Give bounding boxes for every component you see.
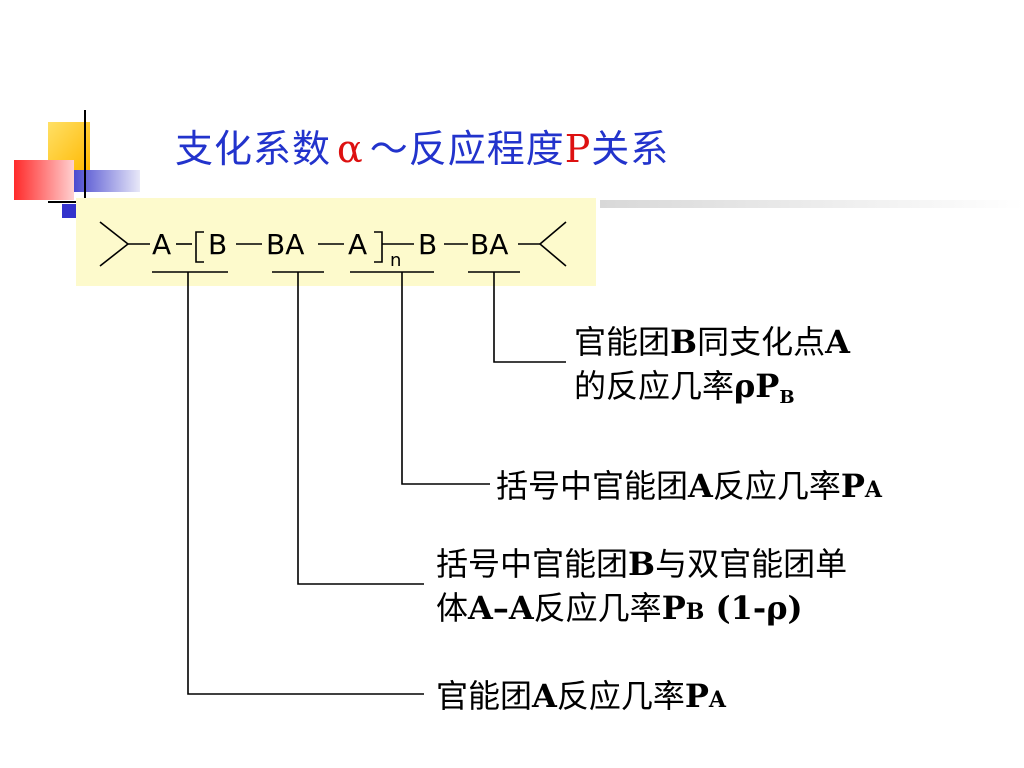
formula-ba1: BA bbox=[266, 228, 304, 261]
label4-text-b: A bbox=[532, 677, 557, 715]
label1-sub: B bbox=[779, 387, 795, 408]
label2-text-d: P bbox=[840, 467, 865, 505]
label2-text-c: 反应几率 bbox=[712, 467, 841, 505]
label-branch-reaction: 官能团B同支化点A 的反应几率ρPB bbox=[574, 320, 850, 420]
deco-red-square bbox=[14, 160, 74, 200]
deco-blue-small bbox=[62, 204, 76, 218]
label3-text-e: A–A bbox=[468, 589, 534, 627]
label3-text-b: B bbox=[628, 545, 656, 583]
label-bracket-a: 括号中官能团A反应几率PA bbox=[496, 464, 882, 512]
connector-a2b2 bbox=[401, 272, 490, 485]
formula-b1: B bbox=[208, 228, 227, 261]
label3-text-d: 体 bbox=[436, 589, 469, 627]
formula-a2: A bbox=[348, 228, 367, 261]
title-part2: ～反应程度 bbox=[369, 127, 565, 171]
right-branch-symbol bbox=[538, 221, 567, 267]
label4-text-a: 官能团 bbox=[436, 677, 533, 715]
label-bracket-b: 括号中官能团B与双官能团单 体A–A反应几率PB (1-ρ) bbox=[436, 542, 847, 634]
label-a-reaction: 官能团A反应几率PA bbox=[436, 674, 726, 722]
label4-sub: A bbox=[708, 687, 726, 713]
title-part3: 关系 bbox=[591, 127, 670, 171]
title-rule bbox=[600, 200, 1024, 208]
label3-text-c: 与双官能团单 bbox=[655, 545, 848, 583]
formula-ba2: BA bbox=[470, 228, 508, 261]
title-alpha: α bbox=[337, 127, 364, 171]
title-p: P bbox=[564, 127, 592, 171]
bracket-open-shape bbox=[195, 231, 204, 263]
label1-text-b: B bbox=[670, 323, 698, 361]
label3-text-h: (1-ρ) bbox=[704, 589, 803, 627]
label1-text-e: 的反应几率 bbox=[574, 367, 735, 405]
left-branch-symbol bbox=[99, 221, 130, 267]
bracket-close-shape bbox=[374, 231, 383, 263]
label2-sub: A bbox=[864, 477, 882, 503]
connector-ba2 bbox=[493, 272, 566, 363]
label4-text-c: 反应几率 bbox=[556, 677, 685, 715]
label1-text-d: A bbox=[825, 323, 850, 361]
label4-text-d: P bbox=[684, 677, 709, 715]
label3-line1: 括号中官能团B与双官能团单 bbox=[436, 542, 847, 586]
label3-line2: 体A–A反应几率PB (1-ρ) bbox=[436, 586, 847, 634]
formula-b2: B bbox=[418, 228, 437, 261]
connector-a1 bbox=[187, 272, 424, 695]
label1-text-a: 官能团 bbox=[574, 323, 671, 361]
formula-a1: A bbox=[152, 228, 171, 261]
deco-blue-bar bbox=[62, 170, 140, 192]
label3-sub: B bbox=[685, 599, 705, 625]
label3-text-g: P bbox=[661, 589, 686, 627]
title-part1: 支化系数 bbox=[175, 127, 332, 171]
label3-text-a: 括号中官能团 bbox=[436, 545, 629, 583]
label2-text-b: A bbox=[688, 467, 713, 505]
label1-line1: 官能团B同支化点A bbox=[574, 320, 850, 364]
label3-text-f: 反应几率 bbox=[533, 589, 662, 627]
connector-ba1 bbox=[297, 272, 424, 585]
label1-text-f: ρP bbox=[734, 367, 780, 405]
label1-text-c: 同支化点 bbox=[697, 323, 826, 361]
label1-line2: 的反应几率ρPB bbox=[574, 364, 850, 420]
label2-text-a: 括号中官能团 bbox=[496, 467, 689, 505]
formula-n: n bbox=[390, 250, 401, 271]
